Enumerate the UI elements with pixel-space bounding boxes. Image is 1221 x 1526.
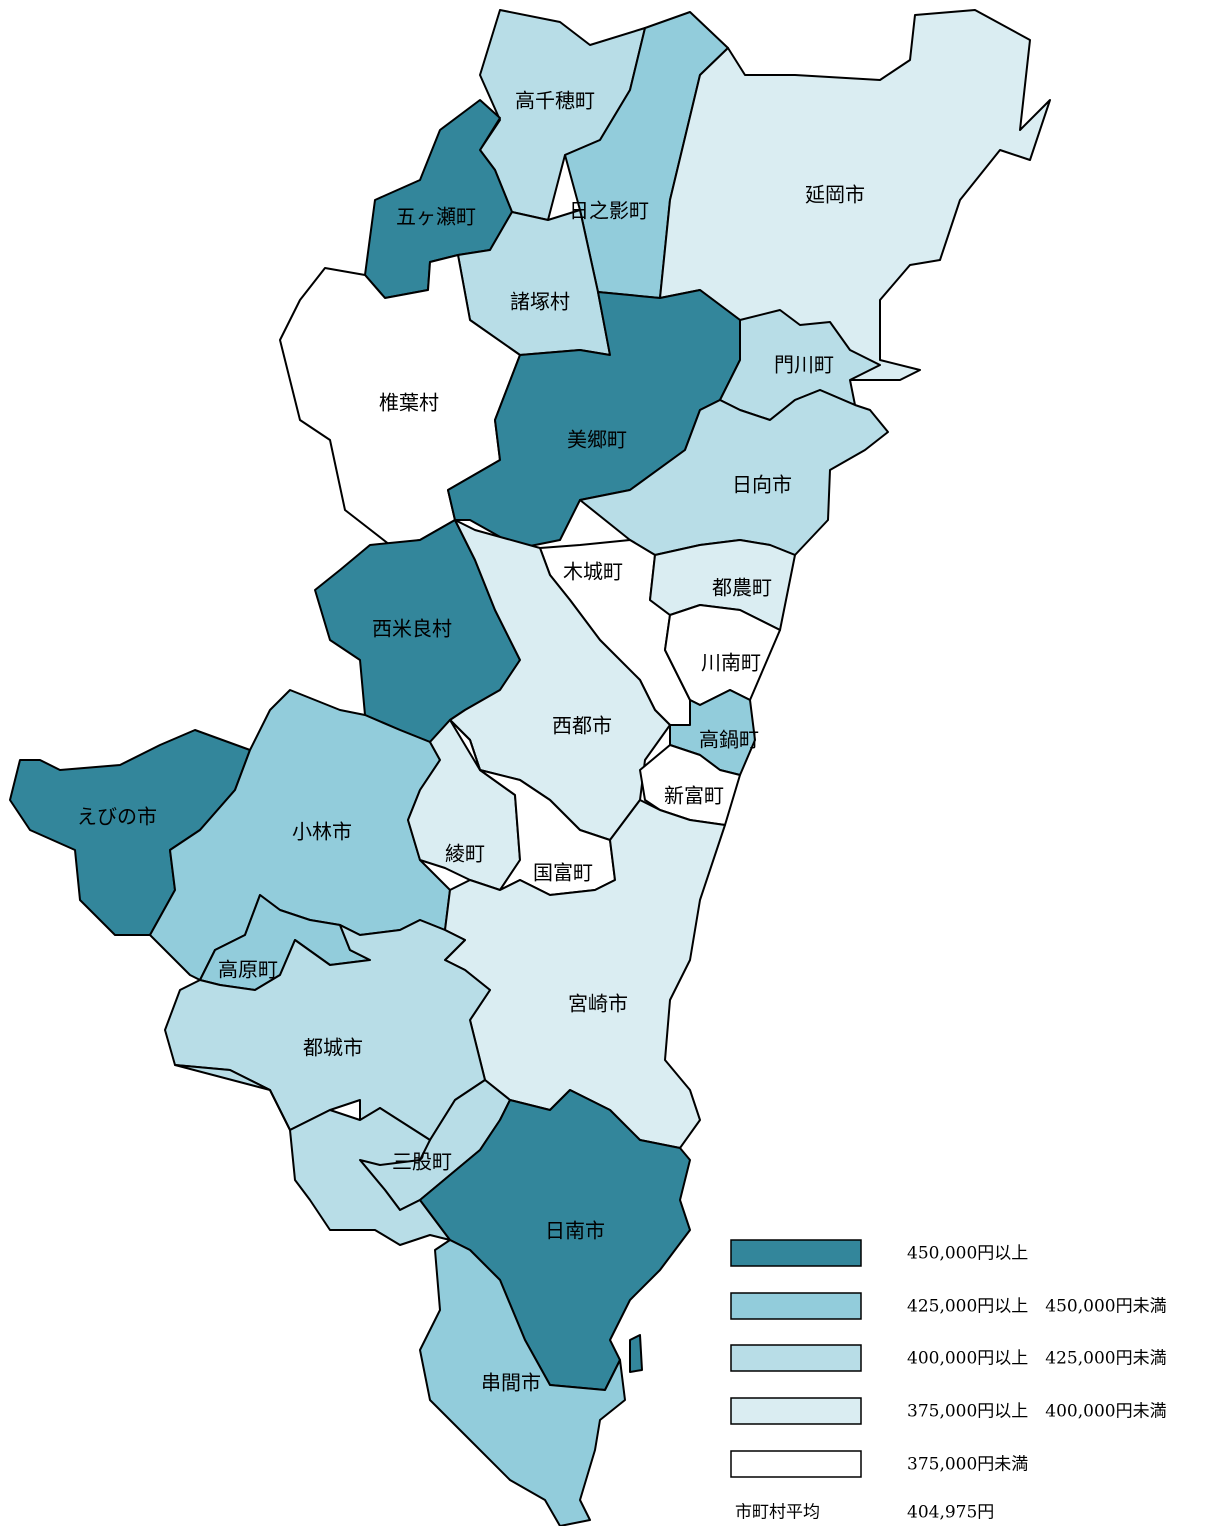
average-label: 市町村平均 [735, 1503, 820, 1523]
label-kobayashi: 小林市 [292, 820, 352, 844]
legend-swatch-5 [730, 1450, 862, 1478]
region-kushima [419, 1239, 626, 1526]
label-kushima: 串間市 [481, 1371, 541, 1395]
label-saito: 西都市 [552, 714, 612, 738]
legend-swatch-4 [730, 1397, 862, 1425]
label-miyakonojo: 都城市 [303, 1036, 363, 1060]
label-nishimera: 西米良村 [372, 617, 452, 641]
label-kawaminami: 川南町 [701, 651, 761, 675]
average-value: 404,975円 [907, 1503, 994, 1523]
legend-label-5: 375,000円未満 [907, 1455, 1028, 1475]
legend-label-4: 375,000円以上 400,000円未満 [907, 1402, 1167, 1422]
label-hinokage: 日之影町 [569, 199, 649, 223]
label-takaharu: 高原町 [218, 958, 278, 982]
label-shintomi: 新富町 [664, 784, 724, 808]
label-misato: 美郷町 [567, 428, 627, 452]
label-morotsuka: 諸塚村 [510, 290, 570, 314]
region-hyuga [579, 389, 889, 556]
label-shiiba: 椎葉村 [379, 391, 439, 415]
label-takanabe: 高鍋町 [699, 728, 759, 752]
label-nichinan: 日南市 [545, 1219, 605, 1243]
label-tsuno: 都農町 [712, 576, 772, 600]
label-ebino: えびの市 [77, 805, 157, 829]
label-aya: 綾町 [445, 842, 485, 866]
label-kadogawa: 門川町 [774, 353, 834, 377]
region-miyakonojo-south [174, 1064, 451, 1246]
label-takachiho: 高千穂町 [515, 89, 595, 113]
region-nichinan [419, 1089, 691, 1391]
legend-swatch-1 [730, 1239, 862, 1267]
label-gokase: 五ヶ瀬町 [396, 205, 476, 229]
legend-label-3: 400,000円以上 425,000円未満 [907, 1349, 1167, 1369]
region-nichinan-island [629, 1334, 643, 1373]
label-mimata: 三股町 [392, 1150, 452, 1174]
legend-label-2: 425,000円以上 450,000円未満 [907, 1297, 1167, 1317]
label-kunitomi: 国富町 [533, 861, 593, 885]
label-kijo: 木城町 [563, 560, 623, 584]
legend-label-1: 450,000円以上 [907, 1244, 1028, 1264]
label-hyuga: 日向市 [732, 473, 792, 497]
legend-swatch-3 [730, 1344, 862, 1372]
label-miyazaki: 宮崎市 [568, 992, 628, 1016]
label-nobeoka: 延岡市 [805, 183, 865, 207]
legend: 450,000円以上 425,000円以上 450,000円未満 400,000… [730, 1239, 1167, 1523]
legend-swatch-2 [730, 1292, 862, 1320]
